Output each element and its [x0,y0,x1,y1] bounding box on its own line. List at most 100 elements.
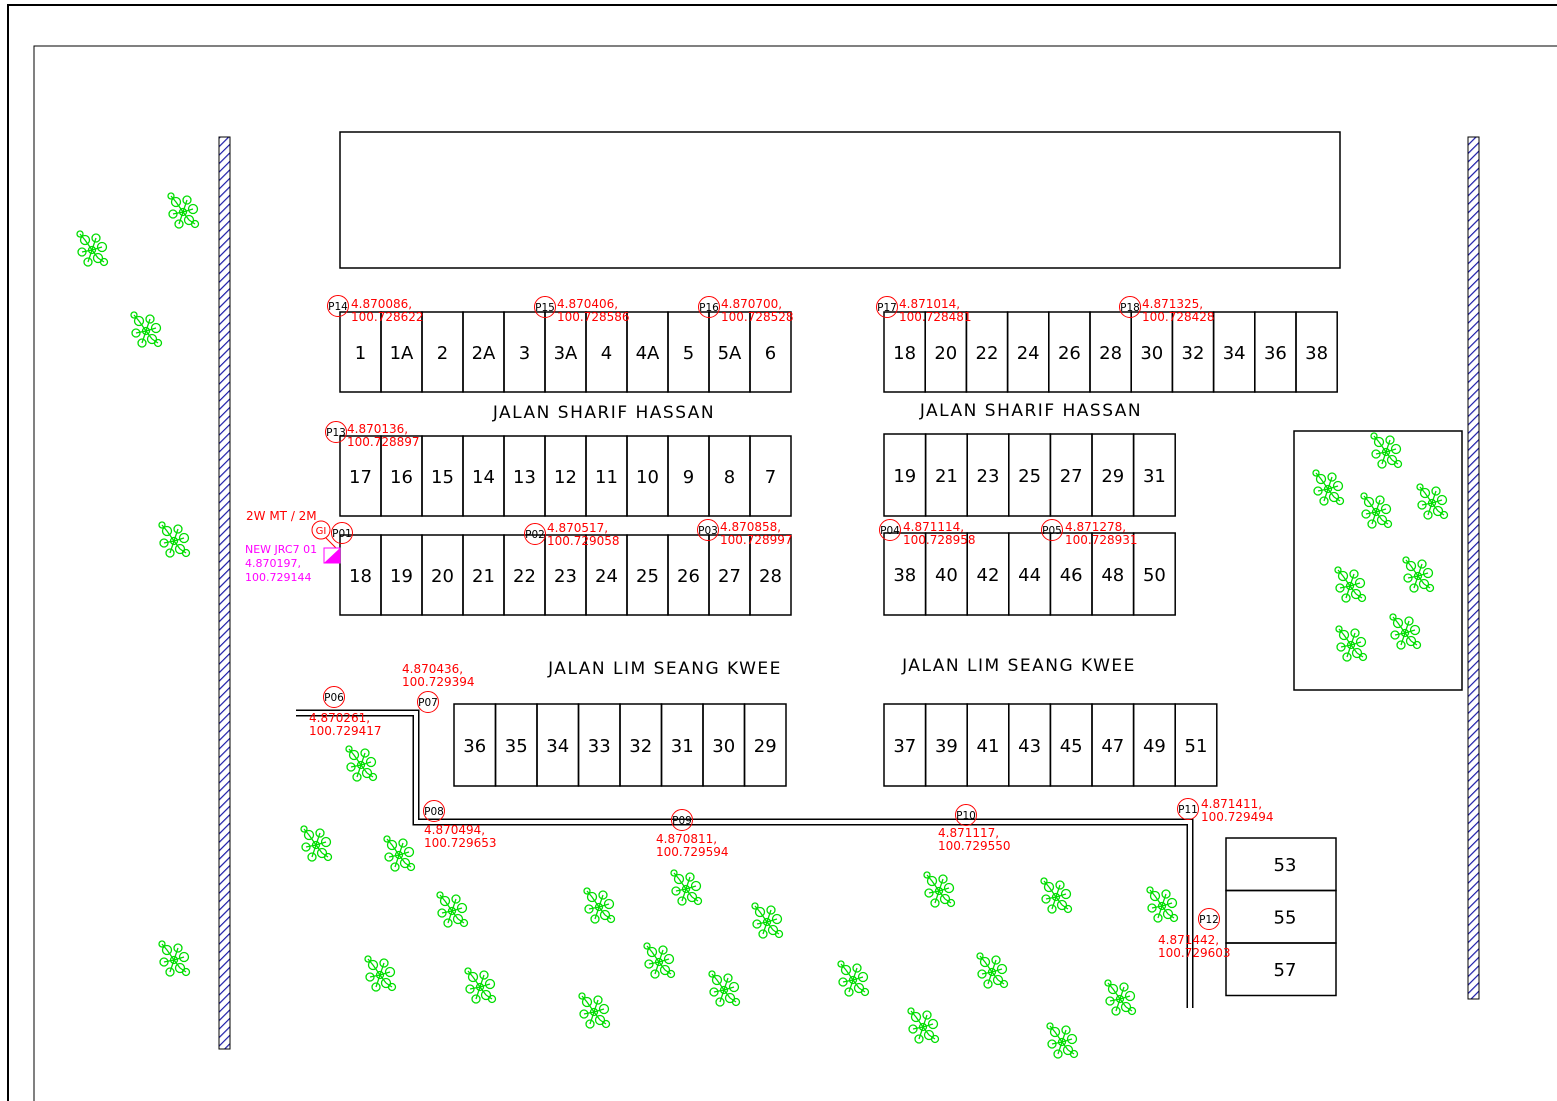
lot[interactable]: 33 [577,703,621,787]
lot[interactable]: 20 [924,311,968,393]
pole-marker-icon [323,686,345,708]
lot[interactable]: 23 [966,433,1010,517]
road-label: JALAN SHARIF HASSAN [492,403,715,423]
lot[interactable]: 26 [667,534,710,616]
lot[interactable]: 51 [1174,703,1218,787]
lot[interactable]: 19 [883,433,927,517]
lot[interactable]: 27 [708,534,751,616]
lot[interactable]: 26 [1048,311,1091,393]
lot[interactable]: 20 [421,534,464,616]
gi-label: GI [316,526,327,537]
lot[interactable]: 1 [339,311,382,393]
lot[interactable]: 15 [421,435,464,517]
lot[interactable]: 45 [1049,703,1093,787]
lot[interactable]: 9 [667,435,710,517]
lot[interactable]: 10 [626,435,669,517]
lot[interactable]: 21 [924,433,968,517]
lot[interactable]: 57 [1225,942,1337,997]
lot[interactable]: 53 [1225,837,1337,892]
pole-p01[interactable]: P01 [331,522,353,544]
lot[interactable]: 34 [536,703,580,787]
lot[interactable]: 13 [503,435,546,517]
lot[interactable]: 29 [1091,433,1135,517]
pole-id: P09 [672,815,692,827]
lot[interactable]: 3 [503,311,546,393]
lot[interactable]: 50 [1132,532,1176,616]
lot[interactable]: 49 [1132,703,1176,787]
gi-marker[interactable]: GI 2W MT / 2M [246,509,337,549]
lot[interactable]: 5A [708,311,751,393]
pole-marker-icon [1177,798,1199,820]
lot[interactable]: 31 [660,703,704,787]
lot[interactable]: 30 [702,703,746,787]
lot[interactable]: 18 [883,311,926,393]
lot[interactable]: 18 [339,534,382,616]
lot[interactable]: 39 [924,703,968,787]
lot[interactable]: 5 [667,311,710,393]
lot[interactable]: 24 [1006,311,1050,393]
lot[interactable]: 14 [462,435,505,517]
lot[interactable]: 31 [1132,433,1176,517]
lot[interactable]: 12 [544,435,587,517]
lot[interactable]: 11 [585,435,628,517]
lot[interactable]: 22 [965,311,1009,393]
lot[interactable]: 29 [743,703,787,787]
lot[interactable]: 36 [453,703,497,787]
lot[interactable]: 8 [708,435,751,517]
lot[interactable]: 30 [1130,311,1174,393]
lot[interactable]: 36 [1254,311,1297,393]
lot[interactable]: 38 [1295,311,1338,393]
lot[interactable]: 32 [619,703,663,787]
lot[interactable]: 6 [749,311,792,393]
lot[interactable]: 55 [1225,889,1337,944]
new-jrc-marker[interactable]: NEW JRC7 01 4.870197, 100.729144 [245,543,341,584]
lot[interactable]: 35 [494,703,538,787]
lot[interactable]: 27 [1049,433,1093,517]
lot[interactable]: 47 [1091,703,1135,787]
pole-marker-icon [1198,908,1220,930]
lot[interactable]: 4A [626,311,669,393]
pole-lon: 100.728622 [351,310,424,324]
lot[interactable]: 2A [462,311,505,393]
lot[interactable]: 43 [1008,703,1052,787]
tree-icon [1416,483,1449,520]
lot[interactable]: 37 [883,703,927,787]
lot[interactable]: 21 [462,534,505,616]
lot[interactable]: 28 [1089,311,1132,393]
lot[interactable]: 2 [421,311,464,393]
lot[interactable]: 22 [503,534,546,616]
lot[interactable]: 44 [1008,532,1052,616]
lot[interactable]: 34 [1212,311,1256,393]
lot[interactable]: 32 [1171,311,1215,393]
lot[interactable]: 25 [626,534,669,616]
lot-number: 9 [683,467,694,488]
lot[interactable]: 25 [1008,433,1052,517]
pole-lat: 4.870858, [720,520,781,534]
tree-icon [643,942,676,979]
lot[interactable]: 4 [585,311,628,393]
lot[interactable]: 28 [749,534,792,616]
lot[interactable]: 3A [544,311,587,393]
lot[interactable]: 7 [749,435,792,517]
lot[interactable]: 19 [380,534,423,616]
lot[interactable]: 1A [380,311,423,393]
lot[interactable]: 41 [966,703,1010,787]
pole-marker-icon [1119,296,1141,318]
